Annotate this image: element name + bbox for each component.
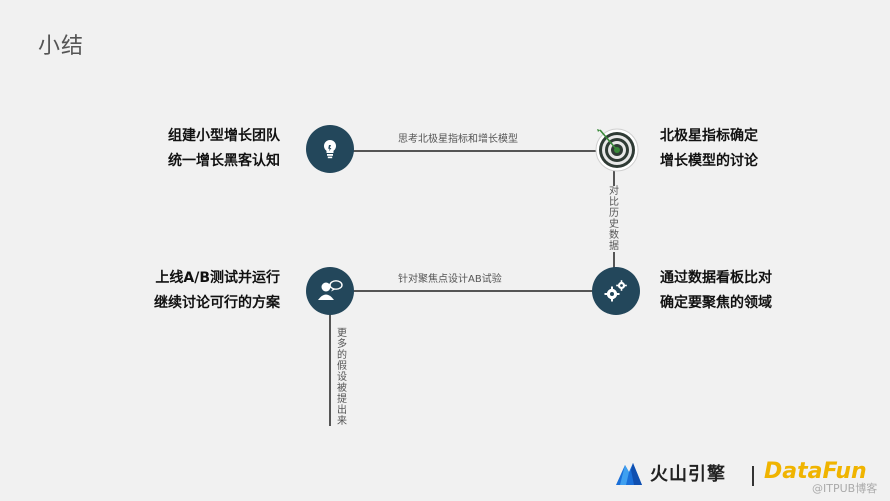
- step4-line1: 上线A/B测试并运行: [155, 270, 280, 286]
- step2-text: 北极星指标确定 增长模型的讨论: [660, 124, 758, 174]
- step2-line2: 增长模型的讨论: [660, 153, 758, 169]
- step4-line2: 继续讨论可行的方案: [154, 295, 280, 311]
- slide-title: 小结: [38, 34, 85, 59]
- step3-line1: 通过数据看板比对: [660, 270, 772, 286]
- connector-step3-step4: [353, 290, 613, 292]
- edge-label-step2-step3: 对比历史数据: [608, 186, 620, 252]
- datafun-logo: DataFun: [764, 459, 867, 484]
- step1-text: 组建小型增长团队 统一增长黑客认知: [168, 124, 280, 174]
- volcengine-logo-text: 火山引擎: [650, 464, 726, 485]
- footer-separator: [752, 466, 754, 486]
- step2-line1: 北极星指标确定: [660, 128, 758, 144]
- edge-label-step3-step4: 针对聚焦点设计AB试验: [398, 274, 502, 285]
- step1-line2: 统一增长黑客认知: [168, 153, 280, 169]
- step4-text: 上线A/B测试并运行 继续讨论可行的方案: [154, 266, 280, 316]
- step3-text: 通过数据看板比对 确定要聚焦的领域: [660, 266, 772, 316]
- step2-node: [594, 126, 640, 172]
- connector-step1-step2: [353, 150, 613, 152]
- step1-line1: 组建小型增长团队: [168, 128, 280, 144]
- edge-label-step4-down: 更多的假设被提出来: [336, 328, 348, 427]
- edge-label-step1-step2: 思考北极星指标和增长模型: [398, 134, 518, 145]
- step1-node: [306, 125, 354, 173]
- volcano-logo-icon: [616, 463, 642, 485]
- lightbulb-icon: [323, 139, 337, 159]
- step3-line2: 确定要聚焦的领域: [660, 295, 772, 311]
- watermark: @ITPUB博客: [812, 482, 878, 495]
- person-chat-icon: [318, 280, 343, 300]
- connector-step4-down: [329, 312, 331, 426]
- target-icon: [595, 128, 639, 172]
- gears-icon: [604, 280, 627, 302]
- step4-node: [306, 267, 354, 315]
- step3-node: [592, 267, 640, 315]
- volcengine-logo: 火山引擎: [614, 460, 726, 486]
